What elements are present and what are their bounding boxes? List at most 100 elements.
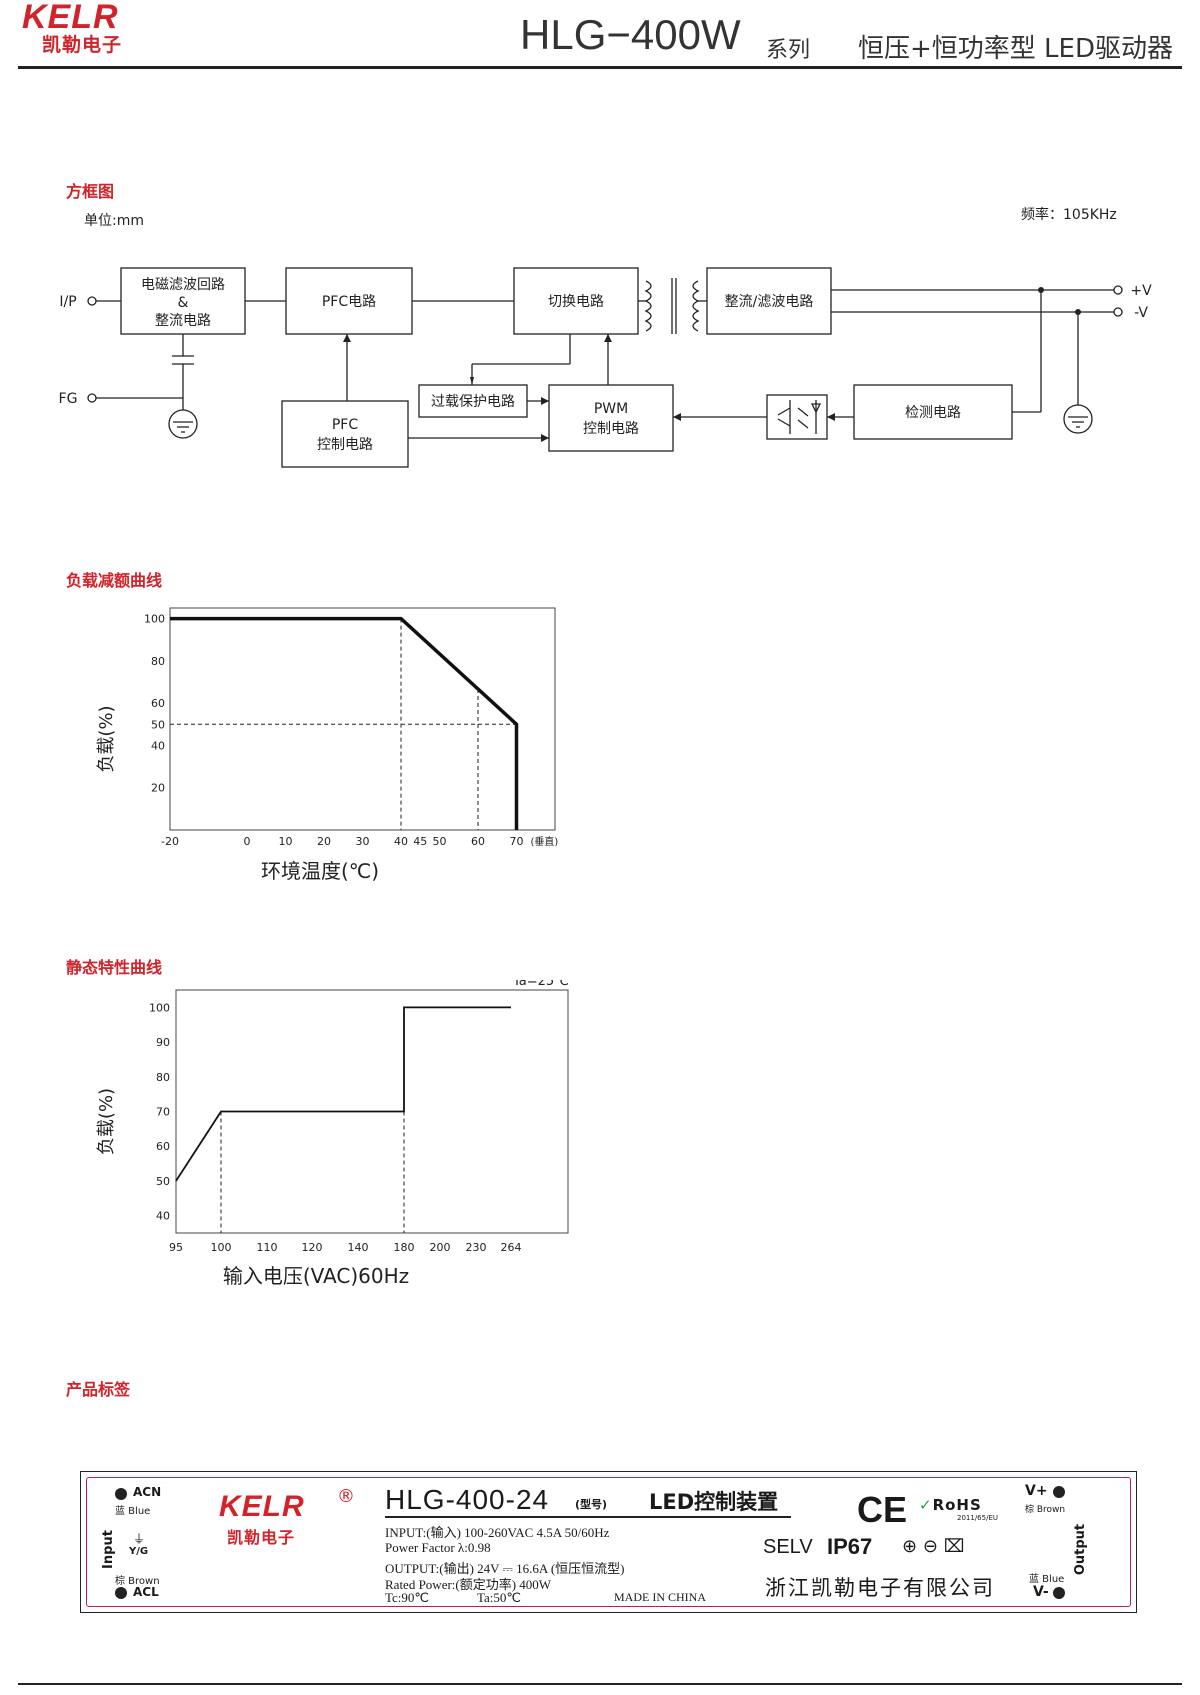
label-divider bbox=[385, 1516, 791, 1518]
label-ta: Ta:50℃ bbox=[477, 1590, 522, 1605]
optocoupler-box bbox=[766, 394, 828, 440]
ip-label: I/P bbox=[59, 294, 76, 310]
acn-label: ACN bbox=[133, 1485, 162, 1499]
rectifier-label: 整流/滤波电路 bbox=[725, 294, 814, 310]
acl-label: ACL bbox=[133, 1585, 159, 1599]
label-model-tag: (型号) bbox=[575, 1498, 608, 1511]
blue-label: 蓝 Blue bbox=[115, 1506, 151, 1517]
vplus-label: V+ bbox=[1025, 1483, 1048, 1499]
brown-label: 棕 Brown bbox=[115, 1576, 160, 1587]
x-tick-label: 45 bbox=[413, 835, 427, 848]
y-tick-label: 50 bbox=[151, 718, 165, 731]
y-tick-label: 60 bbox=[156, 1140, 170, 1153]
x-tick-label: 140 bbox=[348, 1241, 369, 1254]
ground-icon: ⏚ bbox=[133, 1532, 146, 1546]
label-output-line: OUTPUT:(输出) 24V ⎓ 16.6A (恒压恒流型) bbox=[385, 1561, 625, 1576]
lamp-icon: ⊕ bbox=[902, 1536, 918, 1557]
ce-mark: CE bbox=[857, 1489, 908, 1530]
input-label: Input bbox=[100, 1530, 116, 1569]
x-tick-label: -20 bbox=[161, 835, 179, 848]
out-pos-label: +V bbox=[1130, 283, 1152, 299]
terminal-dot bbox=[1053, 1587, 1065, 1599]
check-icon: ✓ bbox=[919, 1496, 933, 1514]
page-title-series: 系列 bbox=[766, 38, 811, 63]
fg-label: FG bbox=[59, 391, 78, 407]
section-title-derating: 负载减额曲线 bbox=[66, 571, 163, 590]
x-tick-label: 30 bbox=[356, 835, 370, 848]
chart-annotation: Ta=25℃ bbox=[512, 980, 569, 989]
x-tick-label: 180 bbox=[394, 1241, 415, 1254]
registered-mark: ® bbox=[337, 1486, 355, 1507]
pwm-box bbox=[548, 384, 674, 452]
y-axis-label: 负载(%) bbox=[96, 705, 117, 772]
selv-mark: SELV bbox=[763, 1536, 813, 1558]
pwm-label-2: 控制电路 bbox=[583, 421, 639, 437]
x-tick-label: 70 bbox=[510, 835, 524, 848]
x-tick-label: 40 bbox=[394, 835, 408, 848]
brand-logo: KELR bbox=[22, 0, 119, 36]
vminus-label: V- bbox=[1033, 1584, 1049, 1600]
x-tick-label: 50 bbox=[433, 835, 447, 848]
x-tick-label: 20 bbox=[317, 835, 331, 848]
x-tick-label: 120 bbox=[302, 1241, 323, 1254]
x-tick-label: 200 bbox=[430, 1241, 451, 1254]
page-title-model: HLG−400W bbox=[520, 11, 741, 58]
emi-label-3: 整流电路 bbox=[155, 313, 211, 329]
emi-label-2: & bbox=[178, 295, 189, 311]
x-tick-label: 264 bbox=[501, 1241, 522, 1254]
detect-label: 检测电路 bbox=[905, 405, 961, 421]
pfc-circuit-label: PFC电路 bbox=[322, 294, 376, 310]
rohs-sub: 2011/65/EU bbox=[957, 1514, 998, 1522]
ground-icon bbox=[168, 409, 198, 439]
x-axis-label: 环境温度(℃) bbox=[261, 859, 379, 883]
x-tick-label: 0 bbox=[244, 835, 251, 848]
weee-bin-icon: ⌧ bbox=[943, 1536, 965, 1557]
label-pf-line: Power Factor λ:0.98 bbox=[385, 1540, 491, 1555]
enclosure-icon: ⊖ bbox=[922, 1536, 938, 1557]
label-logo: KELR bbox=[219, 1490, 305, 1523]
label-tc: Tc:90℃ bbox=[385, 1590, 430, 1605]
blue-out-label: 蓝 Blue bbox=[1029, 1574, 1065, 1585]
y-tick-label: 40 bbox=[151, 739, 165, 752]
safety-icons: ⊕ ⊖ ⌧ bbox=[902, 1536, 964, 1557]
label-logo-cn: 凯勒电子 bbox=[227, 1528, 296, 1547]
y-tick-label: 60 bbox=[151, 697, 165, 710]
unit-label: 单位:mm bbox=[84, 213, 144, 229]
brand-logo-cn: 凯勒电子 bbox=[42, 34, 123, 56]
x-tick-label: 110 bbox=[257, 1241, 278, 1254]
y-tick-label: 100 bbox=[149, 1001, 170, 1014]
section-title-block-diagram: 方框图 bbox=[66, 182, 115, 201]
label-model: HLG-400-24 bbox=[385, 1484, 550, 1515]
label-led-control: LED控制装置 bbox=[649, 1490, 779, 1514]
y-tick-label: 100 bbox=[144, 613, 165, 626]
block-diagram: I/P FG +V -V 电磁滤波回路 & 整流电路 PFC电路 切换电路 整流… bbox=[59, 267, 1152, 468]
y-tick-label: 70 bbox=[156, 1106, 170, 1119]
pwm-label-1: PWM bbox=[594, 401, 628, 417]
ground-icon bbox=[1063, 404, 1093, 434]
terminal-dot bbox=[115, 1587, 127, 1599]
overprotect-label: 过载保护电路 bbox=[431, 394, 515, 410]
brown-out-label: 棕 Brown bbox=[1025, 1505, 1066, 1515]
pfc-control-label-1: PFC bbox=[332, 417, 358, 433]
label-input-line: INPUT:(输入) 100-260VAC 4.5A 50/60Hz bbox=[385, 1525, 610, 1540]
yg-label: Y/G bbox=[129, 1546, 149, 1557]
frequency-label: 频率：105KHz bbox=[1021, 207, 1117, 223]
y-tick-label: 40 bbox=[156, 1210, 170, 1223]
label-rated-line: Rated Power:(额定功率) 400W bbox=[385, 1577, 552, 1592]
page-title-description: 恒压+恒功率型 LED驱动器 bbox=[858, 34, 1173, 64]
plot-frame bbox=[169, 607, 556, 831]
y-tick-label: 20 bbox=[151, 782, 165, 795]
rohs-mark: ✓RoHS bbox=[919, 1496, 982, 1514]
header-divider bbox=[18, 66, 1182, 69]
product-label-outer: ACN 蓝 Blue Input ⏚ Y/G 棕 Brown ACL KELR … bbox=[80, 1471, 1137, 1613]
y-tick-label: 50 bbox=[156, 1175, 170, 1188]
x-tick-label: 100 bbox=[211, 1241, 232, 1254]
label-company: 浙江凯勒电子有限公司 bbox=[765, 1576, 995, 1600]
switch-circuit-label: 切换电路 bbox=[548, 293, 604, 310]
label-made-in: MADE IN CHINA bbox=[614, 1590, 706, 1604]
x-tick-label: 10 bbox=[279, 835, 293, 848]
product-label: ACN 蓝 Blue Input ⏚ Y/G 棕 Brown ACL KELR … bbox=[86, 1477, 1131, 1607]
pfc-control-box bbox=[281, 400, 409, 468]
